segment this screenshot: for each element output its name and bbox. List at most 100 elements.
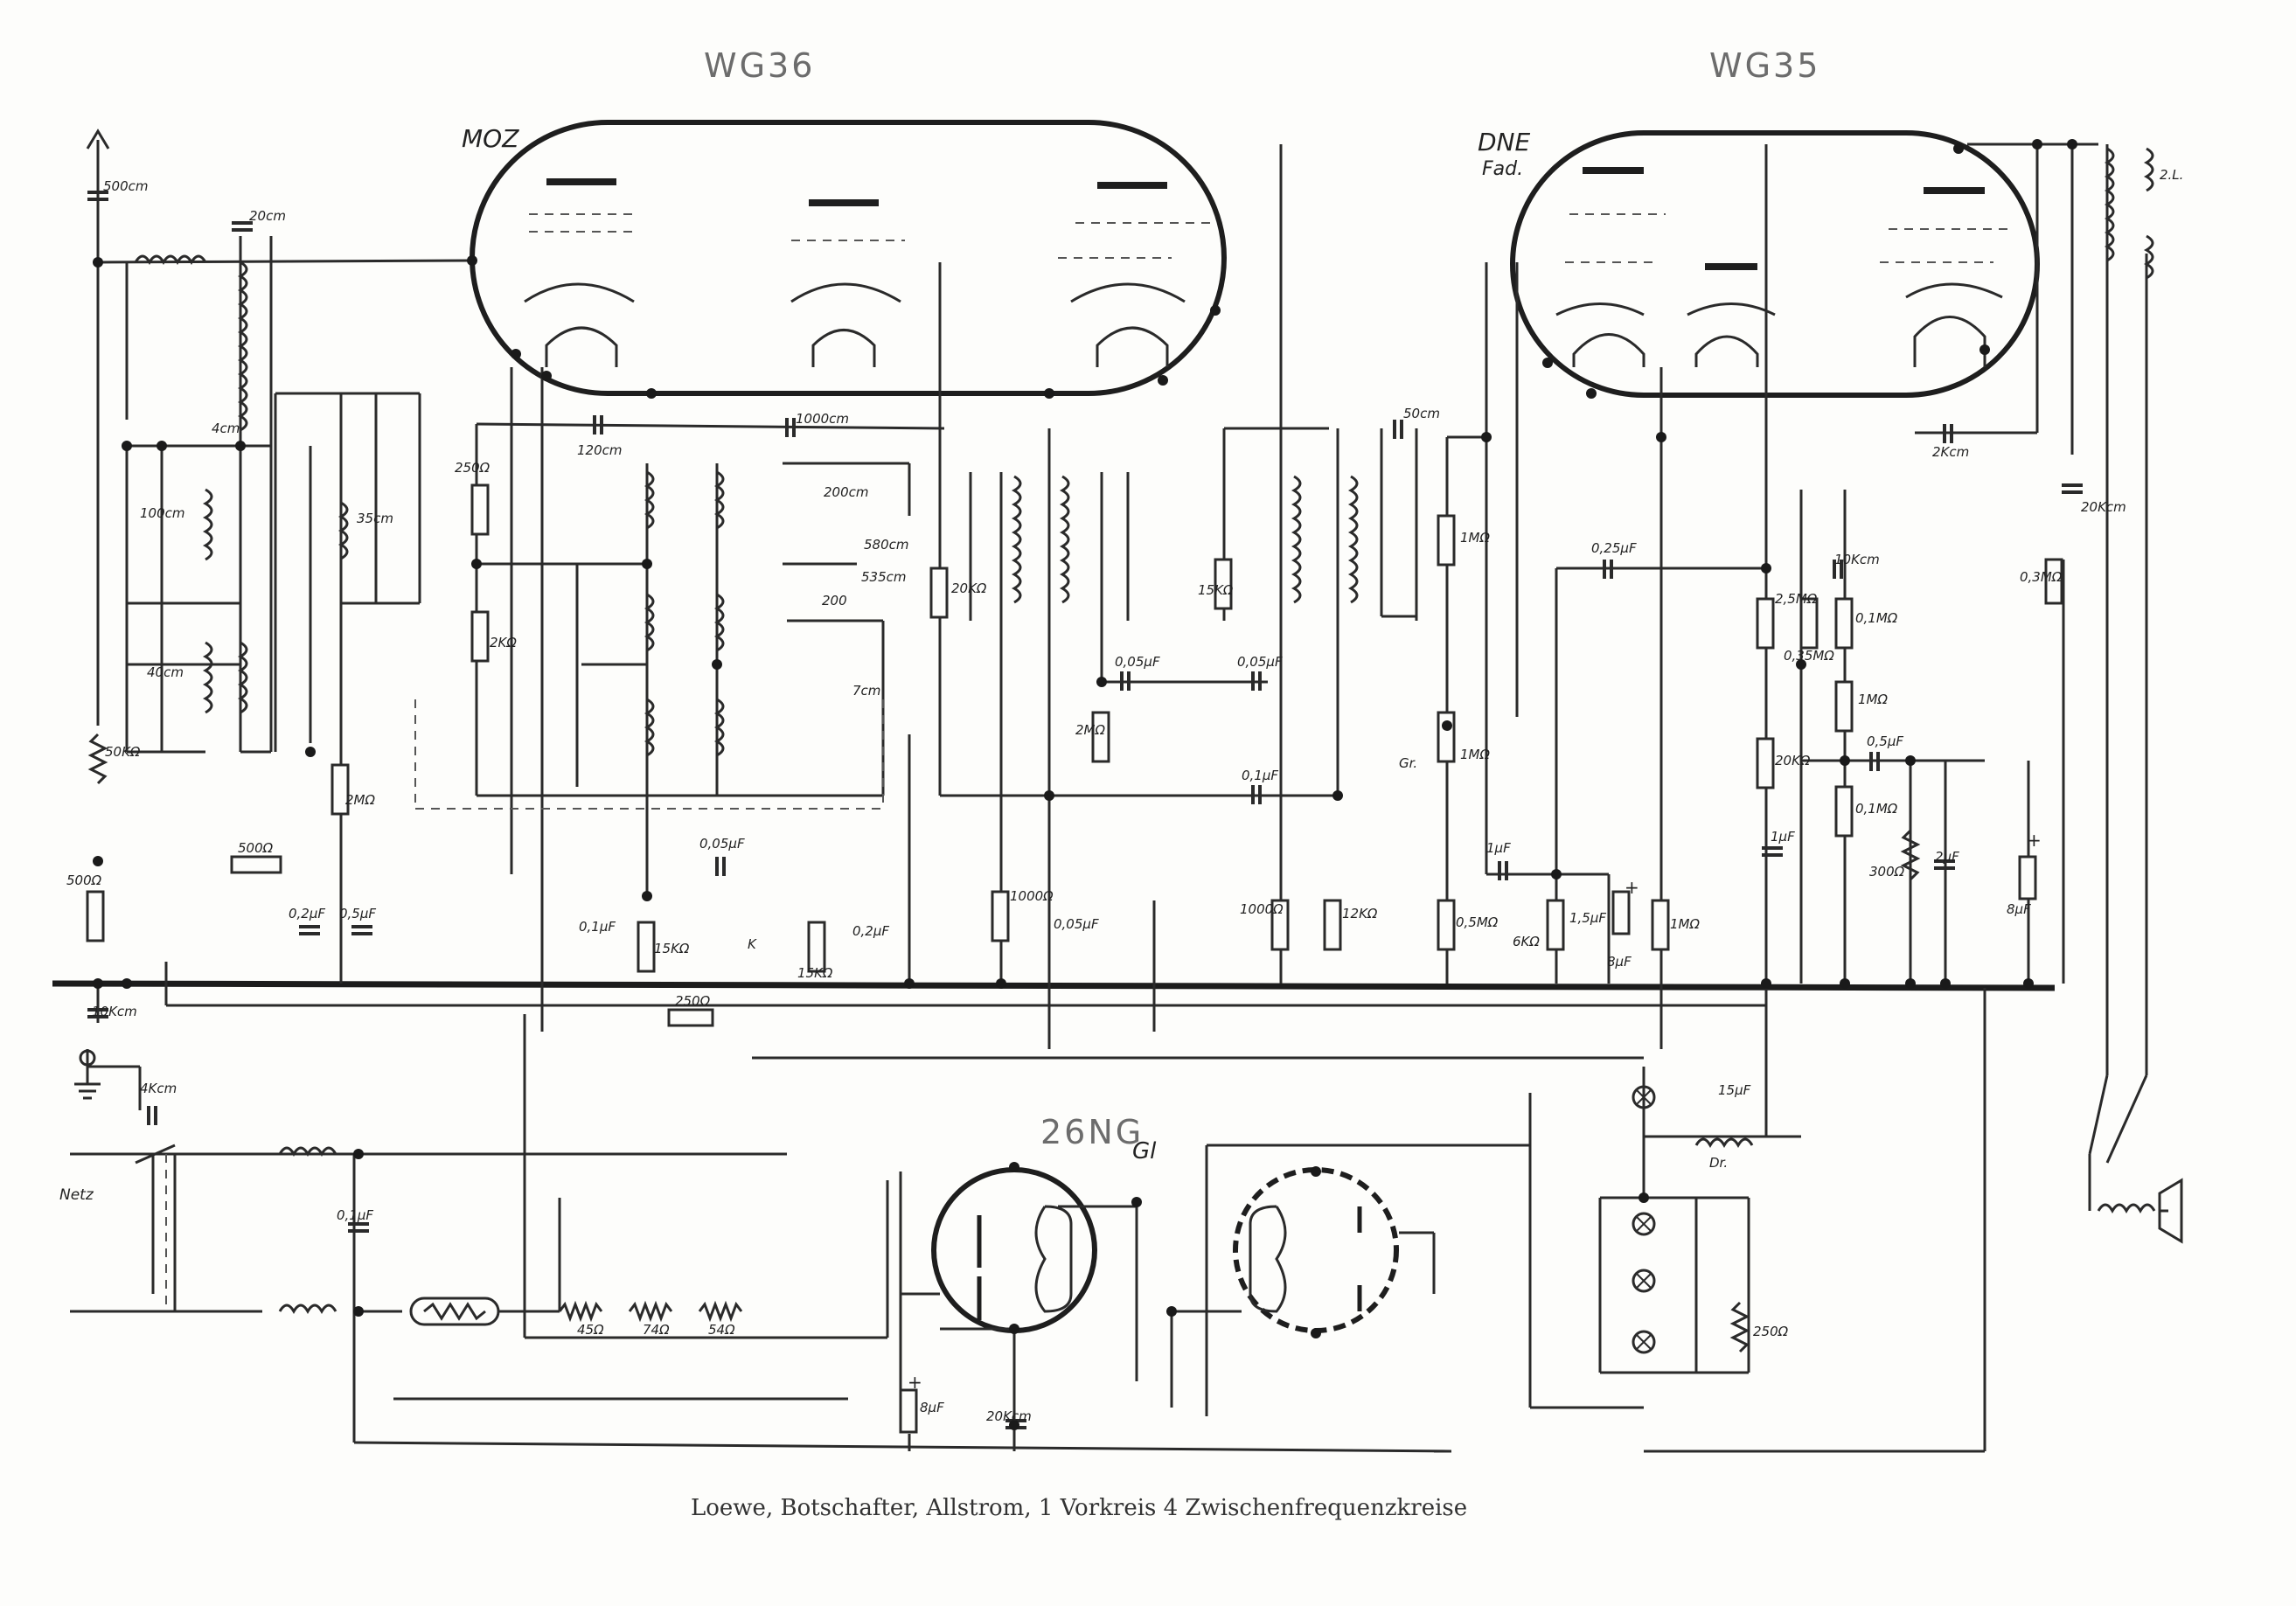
- label-gr: Gr.: [1399, 755, 1417, 771]
- resistor: [1756, 597, 1775, 650]
- resistor: [1270, 899, 1290, 951]
- label-r20k: 20KΩ: [951, 581, 987, 596]
- speaker-coil: [2097, 1203, 2156, 1214]
- label-r300: 300Ω: [1869, 864, 1905, 879]
- coil-mixer-1: [644, 470, 655, 530]
- label-c120cm: 120cm: [577, 442, 623, 458]
- tube-wg36: [470, 120, 1227, 396]
- label-c1uf-b: 1μF: [1486, 840, 1511, 856]
- label-r6k: 6KΩ: [1513, 934, 1540, 949]
- label-c15uf-a: 1,5μF: [1569, 910, 1606, 926]
- coil-output-secondary: [2143, 147, 2154, 192]
- label-c20kcm: 20Kcm: [2081, 499, 2126, 515]
- label-c15uf-b: 15μF: [1718, 1082, 1751, 1098]
- label-plus-a: +: [1625, 877, 1639, 898]
- label-r54: 54Ω: [708, 1322, 735, 1338]
- label-r45: 45Ω: [577, 1322, 604, 1338]
- label-c200cm: 200cm: [824, 484, 869, 500]
- label-netz: Netz: [59, 1186, 94, 1204]
- coil-mixer-3: [644, 698, 655, 757]
- tube-labels: WG36 WG35 26NG MOZ DNE Fad. Gl: [462, 46, 1820, 1165]
- label-c535cm: 535cm: [861, 569, 907, 585]
- resistors: [86, 483, 2063, 1353]
- coil-osc-1: [237, 261, 248, 432]
- label-r2m: 2MΩ: [1075, 722, 1105, 738]
- coil-osc-2: [337, 501, 349, 560]
- coil-osc-3: [713, 470, 725, 530]
- label-r1m-c: 1MΩ: [1858, 692, 1888, 707]
- electrolytic-cap: [899, 1388, 918, 1434]
- label-c4cm: 4cm: [212, 421, 240, 436]
- resistor: [1323, 899, 1342, 951]
- tube-label-wg35: WG35: [1709, 46, 1820, 85]
- resistor: [470, 610, 490, 663]
- label-c500cm: 500cm: [103, 178, 149, 194]
- resistor: [1546, 899, 1565, 951]
- label-r15k: 15KΩ: [1198, 582, 1234, 598]
- label-c01uf-c: 0,1μF: [337, 1207, 373, 1223]
- resistor: [230, 855, 282, 874]
- coil-osc-5: [713, 698, 725, 757]
- resistor: [1834, 680, 1854, 733]
- resistor: [1834, 597, 1854, 650]
- resistor: [1437, 899, 1456, 951]
- coil-if1-secondary: [1059, 475, 1070, 604]
- label-c8uf-b: 8μF: [1607, 954, 1632, 970]
- label-c50cm: 50cm: [1403, 406, 1440, 421]
- resistor: [991, 890, 1010, 942]
- label-c8uf-a: 8μF: [2007, 901, 2031, 917]
- label-c05uf-a: 0,5μF: [1867, 733, 1903, 749]
- coil-output-primary: [2104, 147, 2115, 262]
- pilot-lamps: [1632, 1085, 1656, 1354]
- label-r20k-b: 20KΩ: [1775, 753, 1811, 768]
- lamp-icon: [1632, 1330, 1656, 1354]
- coil-antenna: [134, 254, 207, 266]
- resistor-zigzag: [87, 733, 108, 785]
- resistor: [1799, 597, 1819, 650]
- label-r1000-b: 1000Ω: [1240, 901, 1284, 917]
- label-c10kcm-b: 10Kcm: [92, 1004, 137, 1019]
- resistor: [1214, 558, 1233, 610]
- label-c40cm: 40cm: [147, 664, 184, 680]
- electrolytic-cap: [2018, 855, 2037, 900]
- label-r500-b: 500Ω: [238, 840, 274, 856]
- tube-26ng-left: [931, 1167, 1097, 1333]
- coil-osc-4: [713, 593, 725, 652]
- label-r01m-a: 0,1MΩ: [1855, 610, 1898, 626]
- component-labels: 500cm 20cm 4cm 100cm 40cm 35cm 120cm 100…: [59, 167, 2183, 1424]
- label-c2uf: 2μF: [1935, 849, 1959, 865]
- electrolytic-cap: [1611, 890, 1631, 935]
- tube-label-fad: Fad.: [1482, 158, 1523, 180]
- label-c7cm: 7cm: [852, 683, 880, 699]
- label-r01m-b: 0,1MΩ: [1855, 801, 1898, 817]
- caption: Loewe, Botschafter, Allstrom, 1 Vorkreis…: [691, 1495, 1467, 1521]
- tube-label-moz: MOZ: [462, 124, 519, 153]
- label-c02uf-b: 0,2μF: [852, 923, 889, 939]
- resistor: [86, 890, 105, 942]
- resistor: [1834, 785, 1854, 838]
- lamp-icon: [1632, 1269, 1656, 1293]
- label-k: K: [748, 936, 757, 952]
- tube-wg35: [1510, 130, 2040, 398]
- label-c01uf-a: 0,1μF: [1242, 768, 1278, 783]
- label-c025uf: 0,25μF: [1591, 540, 1637, 556]
- tube-label-wg36: WG36: [704, 46, 815, 85]
- label-r500-a: 500Ω: [66, 873, 102, 888]
- label-c8uf-c: 8μF: [920, 1400, 944, 1415]
- label-r1m-a: 1MΩ: [1460, 530, 1490, 546]
- label-l2: 2.L.: [2160, 167, 2183, 183]
- tube-label-gl: Gl: [1132, 1138, 1157, 1165]
- resistor: [807, 921, 826, 973]
- resistor: [1091, 711, 1110, 763]
- label-c200cm-b: 200: [822, 593, 847, 608]
- resistor-mains-54: [698, 1300, 743, 1323]
- label-c4kcm: 4Kcm: [140, 1081, 177, 1096]
- label-c20cm: 20cm: [249, 208, 286, 224]
- label-c02uf-a: 0,2μF: [289, 906, 325, 921]
- choke-dr: [1694, 1137, 1754, 1149]
- label-r25m: 2,5MΩ: [1775, 591, 1818, 607]
- label-r03m: 0,3MΩ: [2020, 569, 2063, 585]
- label-r1m-b: 1MΩ: [1460, 747, 1490, 762]
- resistor: [470, 483, 490, 536]
